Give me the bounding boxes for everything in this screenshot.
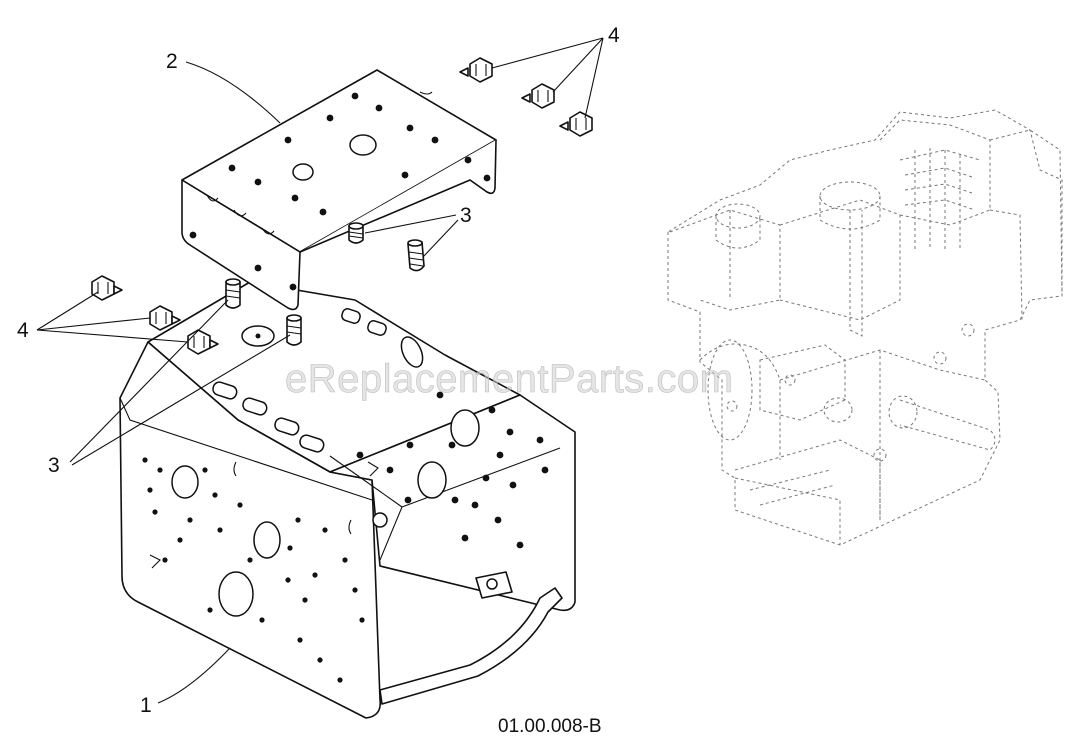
part-3-studs [225, 222, 425, 346]
callout-part-3-lower: 3 [48, 454, 60, 477]
leader-part-4-upper-b [552, 37, 604, 93]
part-4-nuts [91, 57, 593, 355]
leader-part-1 [157, 647, 231, 704]
drawing-code: 01.00.008-B [498, 716, 602, 737]
nut-a [459, 57, 493, 83]
leader-part-4-upper-c [584, 37, 604, 119]
leader-lines [36, 37, 604, 704]
leader-part-4-lower-b [36, 317, 151, 331]
stud-a [348, 222, 364, 244]
stud-b [407, 239, 425, 272]
watermark: eReplacementParts.com [285, 357, 733, 401]
stud-c [225, 278, 241, 309]
part-1-frame [119, 281, 576, 719]
nut-d [91, 275, 123, 301]
leader-part-4-lower-a [36, 291, 99, 331]
leader-part-2 [185, 61, 281, 124]
callout-part-4-lower: 4 [17, 319, 29, 342]
leader-part-3-upper-b [422, 219, 459, 258]
leader-part-4-lower-c [36, 329, 189, 343]
leader-part-4-upper-a [491, 37, 604, 69]
nut-b [521, 83, 555, 109]
callout-part-3-upper: 3 [460, 204, 472, 227]
engine-phantom-outline [667, 109, 1063, 546]
leader-part-3-upper-a [364, 214, 457, 234]
callout-part-2: 2 [166, 50, 178, 73]
callout-part-1: 1 [140, 694, 152, 717]
callout-part-4-upper: 4 [608, 24, 620, 47]
nut-e [149, 305, 181, 331]
leader-part-3-lower-a [69, 299, 229, 463]
leader-part-3-lower-b [71, 334, 291, 466]
stud-d [286, 314, 302, 346]
part-2-cover [181, 69, 497, 311]
nut-c [559, 111, 593, 137]
